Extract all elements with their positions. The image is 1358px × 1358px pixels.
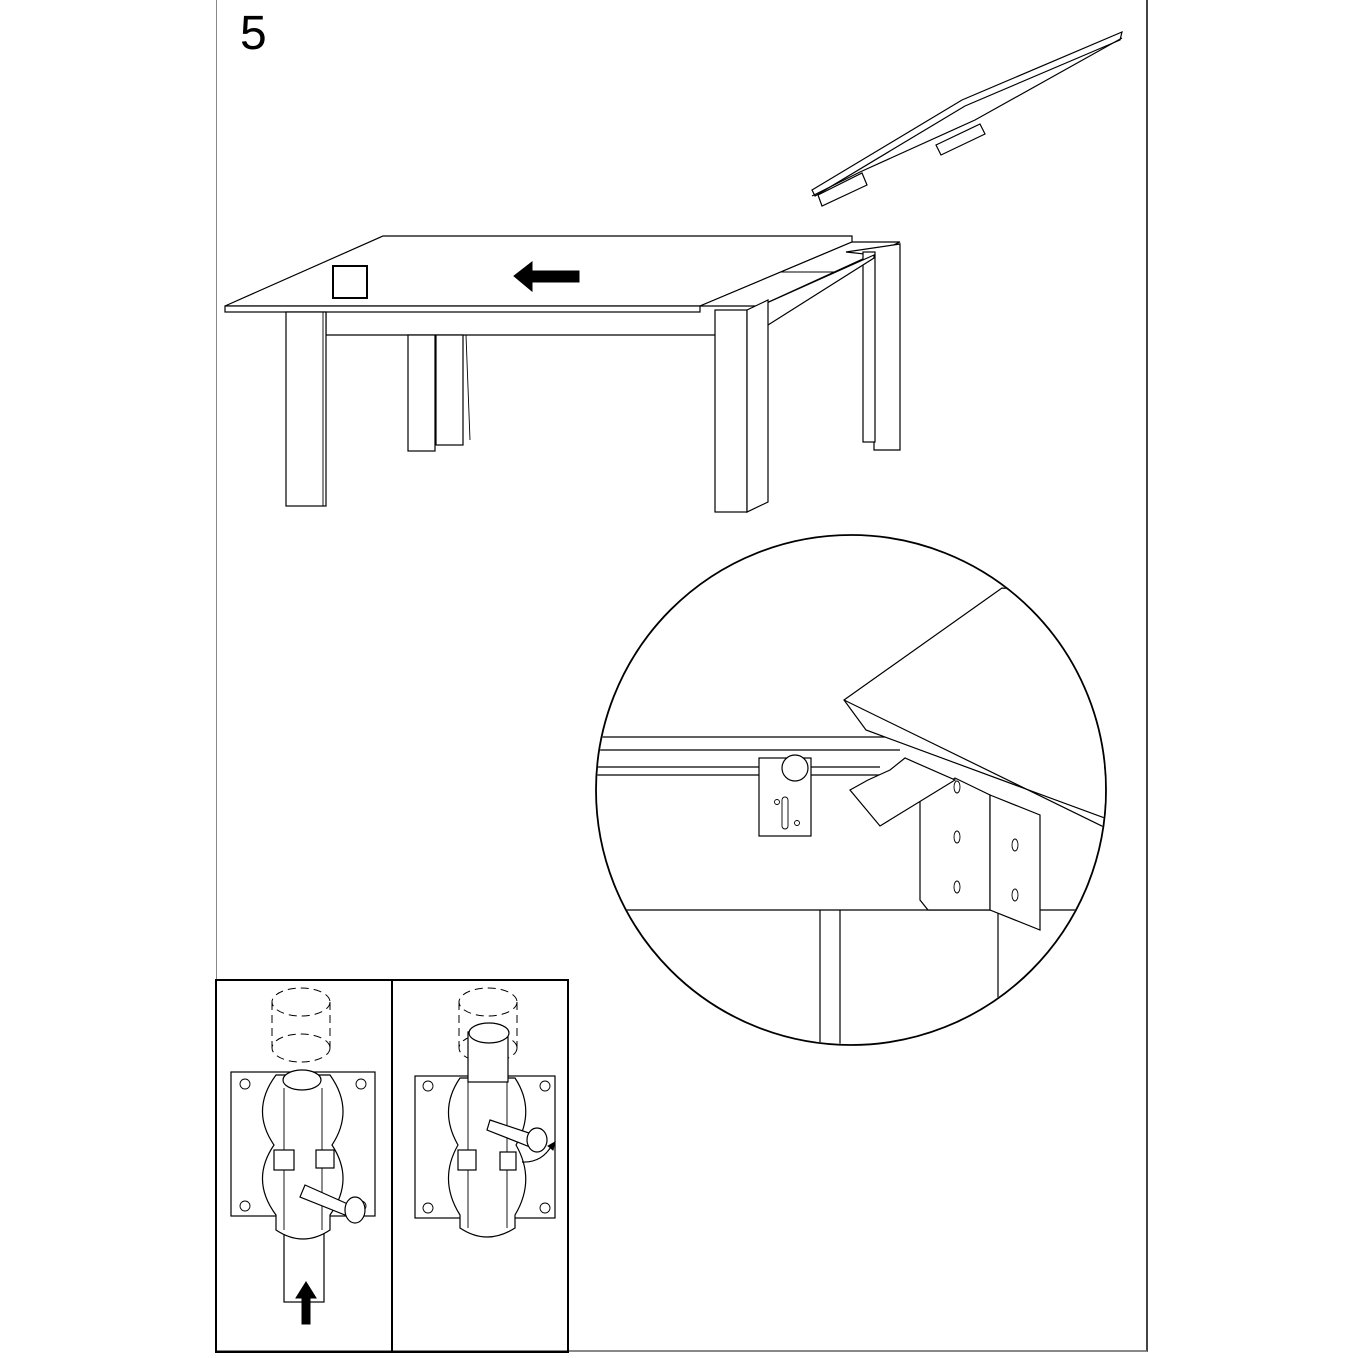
square-marker-icon xyxy=(332,265,368,299)
latch-open-illustration xyxy=(230,987,376,1325)
arrow-left-icon xyxy=(513,260,580,293)
table xyxy=(224,235,901,513)
step-number: 5 xyxy=(240,7,267,60)
latch-locked-illustration xyxy=(414,987,556,1238)
detail-magnifier xyxy=(595,534,1107,1046)
arrow-up-icon xyxy=(295,1281,317,1325)
extension-leaf xyxy=(811,30,1123,207)
inset-panels xyxy=(215,979,569,1353)
instruction-page xyxy=(216,0,1148,1352)
